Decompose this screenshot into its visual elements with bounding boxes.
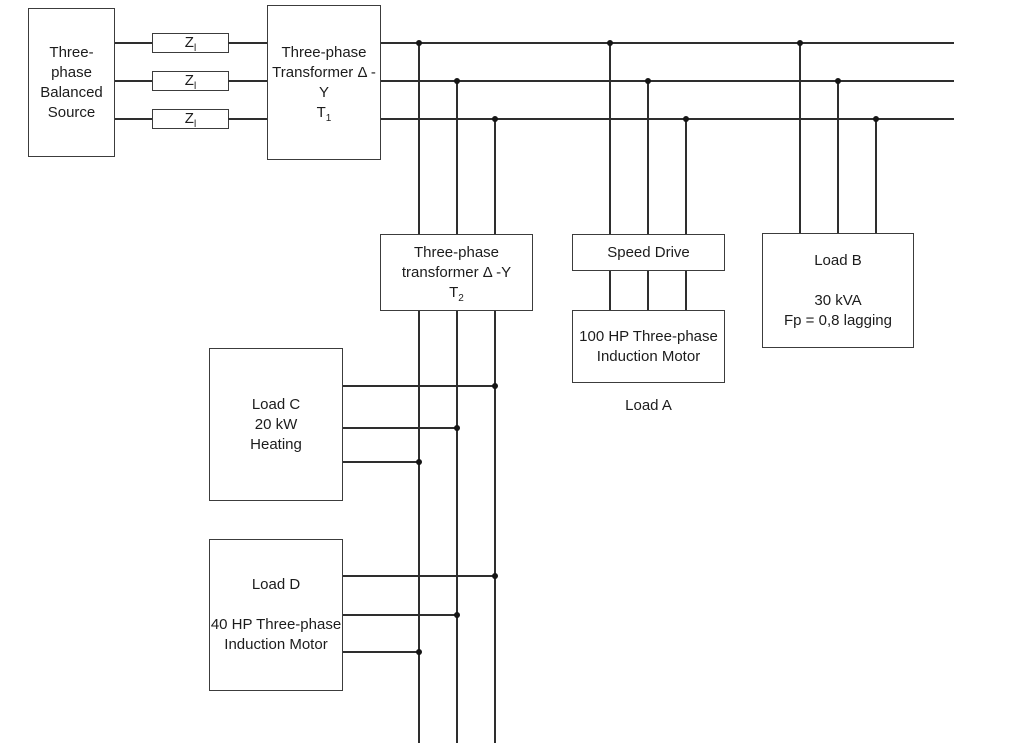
wire-t2-drop-b — [456, 81, 458, 234]
impedance-sub-2: l — [193, 81, 197, 92]
wire-load-d-b — [343, 614, 458, 616]
impedance-sub-3: l — [193, 119, 197, 130]
wire-drive-motor-c — [685, 271, 687, 310]
junction-dot-load-d-b — [454, 612, 460, 618]
junction-dot-sd-b — [645, 78, 651, 84]
load-c-box: Load C 20 kW Heating — [209, 348, 343, 501]
wire-load-b-drop-a — [799, 43, 801, 233]
transformer-t2-box: Three-phase transformer Δ -Y T2 — [380, 234, 533, 311]
junction-dot-load-d-c — [416, 649, 422, 655]
load-d-box: Load D 40 HP Three-phase Induction Motor — [209, 539, 343, 691]
load-a-label-line2: Induction Motor — [596, 347, 701, 365]
speed-drive-box: Speed Drive — [572, 234, 725, 271]
wire-z-t1-b — [228, 80, 267, 82]
line-impedance-box-3: Zl — [152, 109, 229, 130]
wire-source-z-b — [115, 80, 152, 82]
load-b-label-line1: 30 kVA — [814, 291, 862, 309]
wire-load-c-c — [343, 461, 420, 463]
t2-label-line2: transformer Δ -Y — [401, 263, 512, 281]
junction-dot-load-b-c — [873, 116, 879, 122]
wire-load-d-a — [343, 575, 496, 577]
line-impedance-box-1: Zl — [152, 33, 229, 54]
speed-drive-label: Speed Drive — [607, 243, 690, 261]
load-d-label-line1: 40 HP Three-phase — [210, 616, 342, 633]
junction-dot-t2-b — [454, 78, 460, 84]
wire-speed-drive-drop-b — [647, 81, 649, 234]
bus-line-b — [381, 80, 954, 82]
wire-speed-drive-drop-a — [609, 43, 611, 234]
impedance-base-2: Z — [184, 72, 194, 89]
t1-symbol-sub: 1 — [325, 112, 332, 124]
junction-dot-load-c-a — [492, 383, 498, 389]
junction-dot-load-c-c — [416, 459, 422, 465]
junction-dot-load-c-b — [454, 425, 460, 431]
t1-label-line2: Transformer Δ -Y — [272, 63, 376, 101]
source-box: Three-phase Balanced Source — [28, 8, 115, 157]
wire-t2-drop-a — [418, 43, 420, 234]
wire-t2-secondary-b — [456, 311, 458, 743]
t2-symbol-base: T — [449, 283, 459, 301]
wire-z-t1-a — [228, 42, 267, 44]
wire-load-b-drop-b — [837, 81, 839, 233]
impedance-label-2: Zl — [184, 71, 197, 92]
wire-t2-drop-c — [494, 119, 496, 234]
load-a-motor-box: 100 HP Three-phase Induction Motor — [572, 310, 725, 383]
junction-dot-sd-c — [683, 116, 689, 122]
impedance-label-1: Zl — [184, 33, 197, 54]
load-b-label-line2: Fp = 0,8 lagging — [784, 311, 892, 329]
load-b-title: Load B — [814, 251, 862, 269]
wire-source-z-c — [115, 118, 152, 120]
wire-source-z-a — [115, 42, 152, 44]
junction-dot-sd-a — [607, 40, 613, 46]
wire-load-c-a — [343, 385, 496, 387]
impedance-base-1: Z — [184, 34, 194, 51]
transformer-t1-box: Three-phase Transformer Δ -Y T1 — [267, 5, 381, 160]
line-impedance-box-2: Zl — [152, 71, 229, 92]
impedance-label-3: Zl — [184, 109, 197, 130]
t1-label-line1: Three-phase — [281, 43, 367, 61]
junction-dot-load-b-a — [797, 40, 803, 46]
wire-drive-motor-a — [609, 271, 611, 310]
t1-symbol-base: T — [316, 103, 326, 121]
load-c-label-line1: Load C — [251, 395, 301, 413]
wire-t2-secondary-c — [494, 311, 496, 743]
t1-symbol: T1 — [316, 103, 332, 124]
wire-load-c-b — [343, 427, 458, 429]
load-a-caption: Load A — [625, 397, 672, 414]
bus-line-c — [381, 118, 954, 120]
junction-dot-t2-a — [416, 40, 422, 46]
t2-label-line1: Three-phase — [413, 243, 500, 261]
wire-z-t1-c — [228, 118, 267, 120]
junction-dot-t2-c — [492, 116, 498, 122]
impedance-base-3: Z — [184, 110, 194, 127]
source-label-line3: Source — [47, 103, 96, 121]
load-b-box: Load B 30 kVA Fp = 0,8 lagging — [762, 233, 914, 348]
source-label-line1: Three-phase — [49, 43, 94, 81]
load-d-title: Load D — [251, 576, 301, 593]
source-label-line2: Balanced — [40, 83, 103, 101]
load-c-label-line2: 20 kW — [254, 415, 298, 433]
t2-symbol-sub: 2 — [458, 292, 464, 304]
wire-load-d-c — [343, 651, 420, 653]
wire-drive-motor-b — [647, 271, 649, 310]
junction-dot-load-b-b — [835, 78, 841, 84]
impedance-sub-1: l — [193, 43, 197, 54]
t2-symbol: T2 — [449, 283, 464, 304]
load-c-label-line3: Heating — [250, 435, 302, 453]
wire-load-b-drop-c — [875, 119, 877, 233]
wire-speed-drive-drop-c — [685, 119, 687, 234]
load-d-label-line2: Induction Motor — [224, 636, 328, 653]
load-a-label-line1: 100 HP Three-phase — [579, 327, 718, 345]
wire-t2-secondary-a — [418, 311, 420, 743]
bus-line-a — [381, 42, 954, 44]
junction-dot-load-d-a — [492, 573, 498, 579]
